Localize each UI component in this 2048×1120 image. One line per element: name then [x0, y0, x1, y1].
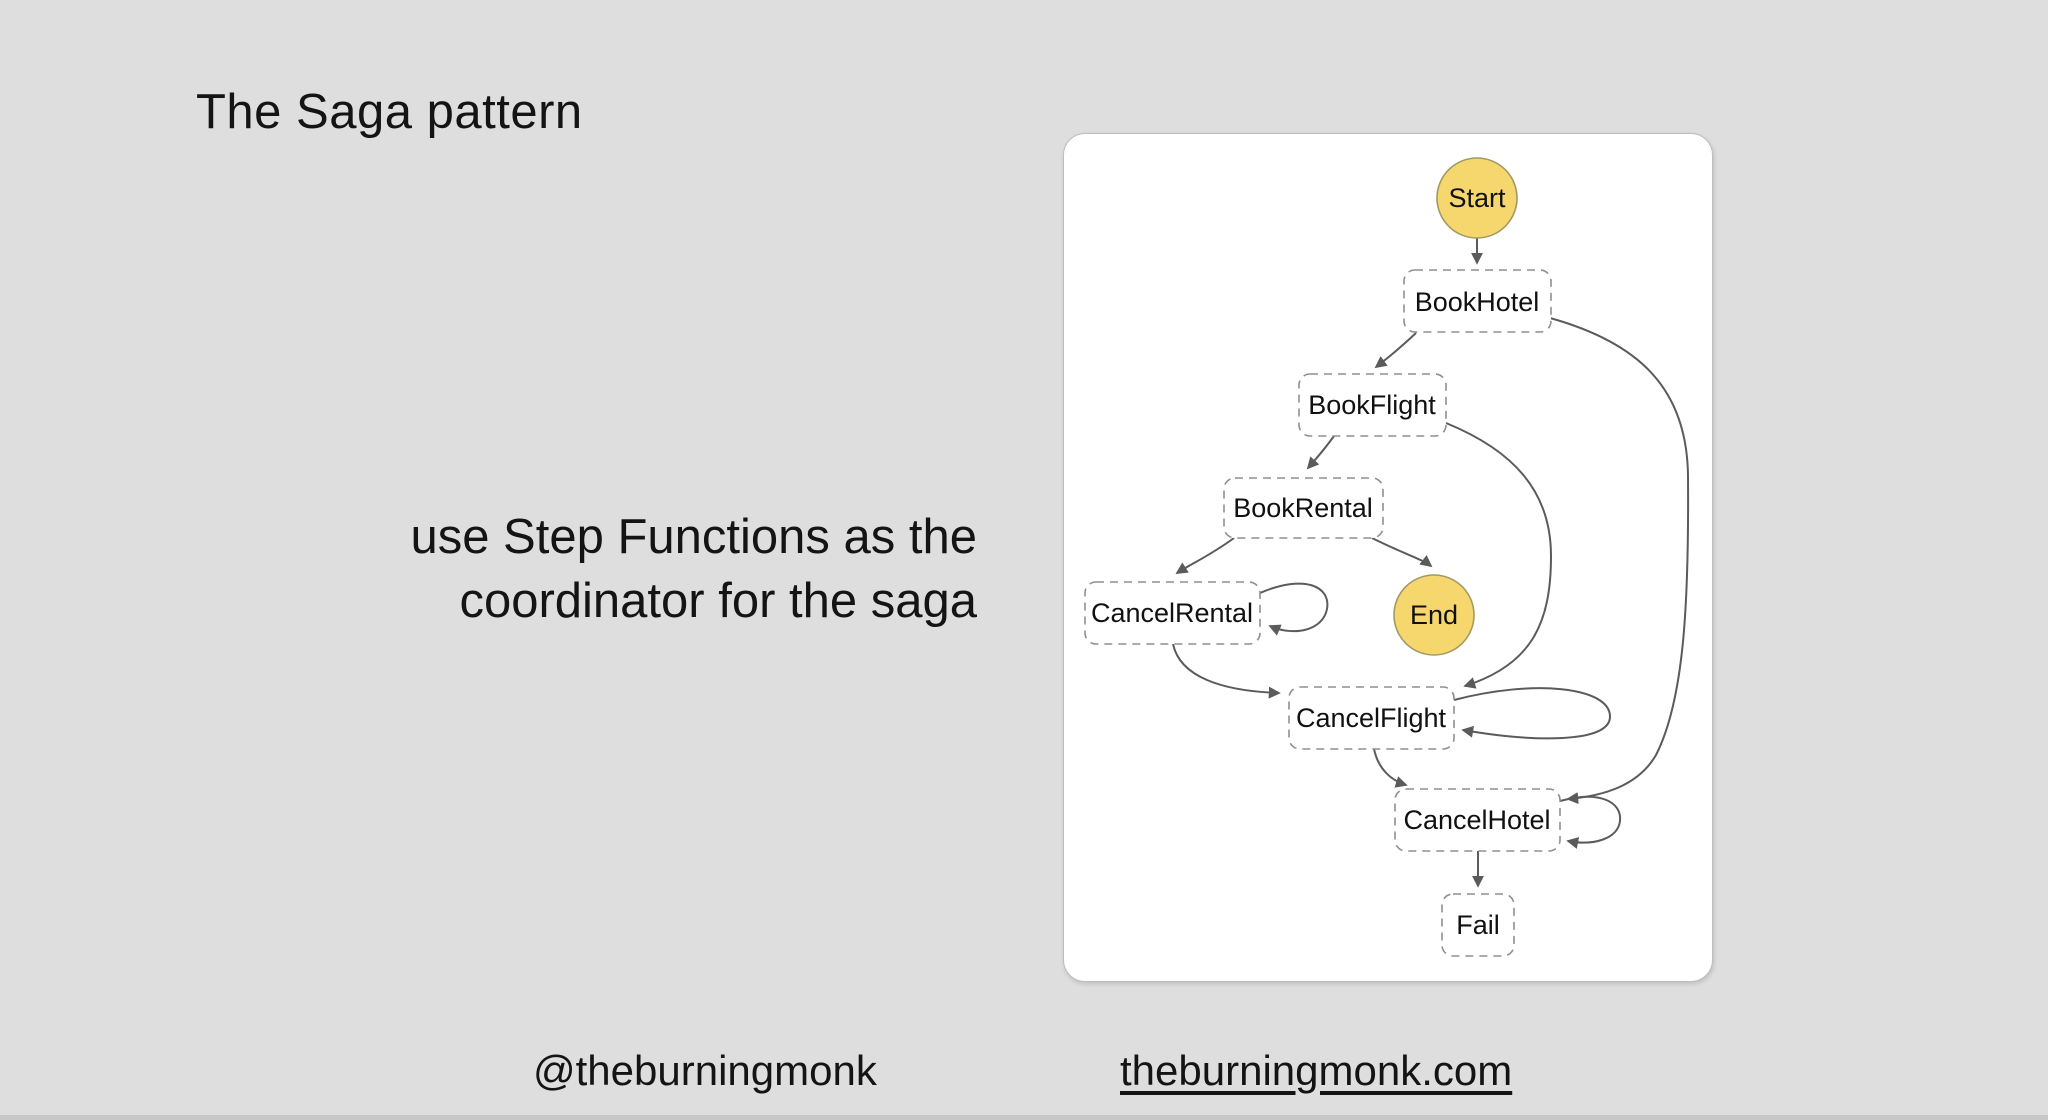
- footer-twitter-handle: @theburningmonk: [533, 1047, 877, 1094]
- node-cancelrental-label: CancelRental: [1091, 598, 1253, 628]
- edge-bookflight-bookrental: [1306, 435, 1335, 470]
- node-cancelflight: CancelFlight: [1288, 686, 1455, 750]
- edge-cancelflight-cancelhotel: [1373, 748, 1408, 788]
- node-end: End: [1393, 574, 1475, 656]
- edge-bookflight-cancelflight: [1445, 422, 1553, 689]
- bottom-edge-strip: [0, 1115, 2048, 1120]
- node-start: Start: [1436, 157, 1518, 239]
- node-cancelflight-label: CancelFlight: [1296, 703, 1447, 733]
- node-cancelhotel-label: CancelHotel: [1403, 805, 1550, 835]
- footer-website-link[interactable]: theburningmonk.com: [1120, 1047, 1513, 1094]
- node-start-label: Start: [1448, 183, 1506, 213]
- state-machine-panel: Start BookHotel BookFlight BookRental Ca…: [1063, 133, 1713, 982]
- node-bookhotel: BookHotel: [1403, 269, 1552, 333]
- edge-cancelflight-selfloop: [1453, 687, 1612, 740]
- node-fail: Fail: [1441, 893, 1515, 957]
- state-machine-diagram: Start BookHotel BookFlight BookRental Ca…: [1084, 157, 1690, 957]
- node-bookrental: BookRental: [1223, 477, 1384, 539]
- edge-cancelrental-selfloop: [1259, 582, 1329, 636]
- slide-body-line-1: use Step Functions as the: [410, 510, 977, 564]
- node-cancelrental: CancelRental: [1084, 581, 1261, 645]
- node-bookrental-label: BookRental: [1233, 493, 1373, 523]
- edge-cancelrental-cancelflight: [1172, 643, 1281, 699]
- edge-cancelhotel-selfloop: [1559, 795, 1622, 849]
- node-end-label: End: [1410, 600, 1458, 630]
- page-title: The Saga pattern: [196, 85, 583, 139]
- edge-bookrental-cancelrental: [1175, 537, 1235, 574]
- slide-body-text: use Step Functions as the coordinator fo…: [0, 505, 977, 633]
- node-bookflight-label: BookFlight: [1308, 390, 1436, 420]
- edge-bookrental-end: [1371, 537, 1433, 568]
- node-bookflight: BookFlight: [1298, 373, 1447, 437]
- node-bookhotel-label: BookHotel: [1415, 287, 1540, 317]
- node-fail-label: Fail: [1456, 910, 1500, 940]
- slide-body-line-2: coordinator for the saga: [459, 574, 977, 628]
- edge-bookhotel-cancelhotel: [1549, 317, 1690, 805]
- node-cancelhotel: CancelHotel: [1394, 788, 1561, 852]
- edge-bookhotel-bookflight: [1374, 332, 1417, 369]
